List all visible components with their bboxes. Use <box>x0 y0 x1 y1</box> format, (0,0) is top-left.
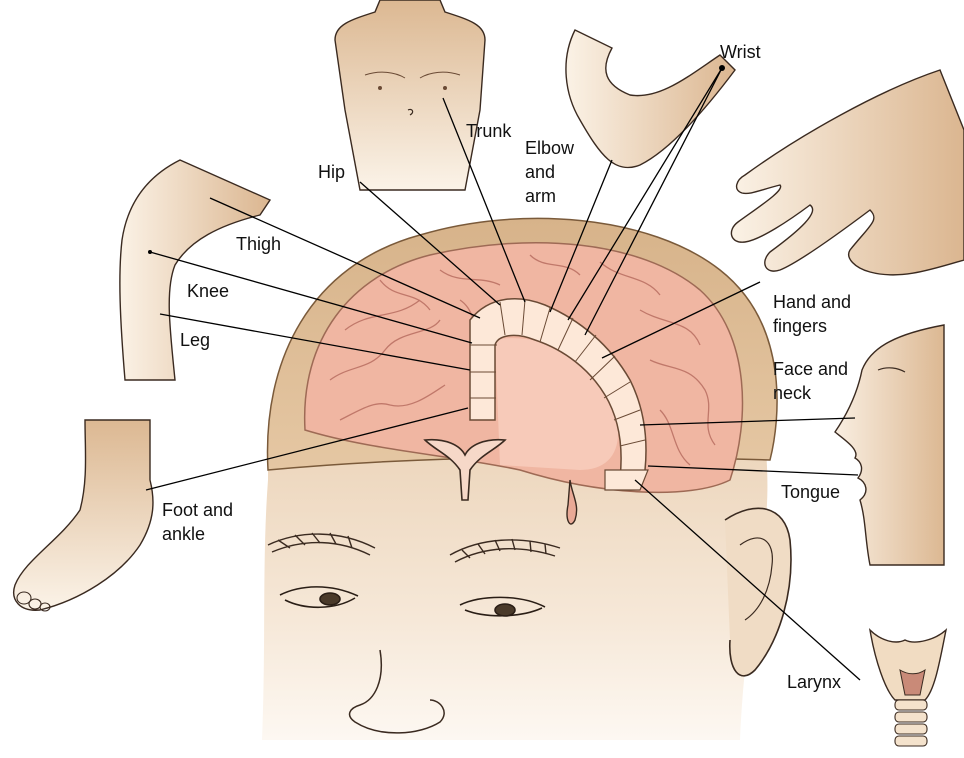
foot-icon <box>14 420 153 611</box>
label-larynx: Larynx <box>787 670 841 694</box>
label-hand-line1: Hand and <box>773 290 851 314</box>
larynx-icon <box>870 630 946 746</box>
label-trunk: Trunk <box>466 119 511 143</box>
label-leg: Leg <box>180 328 210 352</box>
label-foot-and-ankle: Foot and ankle <box>162 498 233 546</box>
torso-icon <box>335 0 485 190</box>
label-hand-and-fingers: Hand and fingers <box>773 290 851 338</box>
label-elbow-and-arm: Elbow and arm <box>525 136 574 208</box>
head-illustration <box>262 218 791 740</box>
face-profile-icon <box>835 325 944 565</box>
label-elbow-line3: arm <box>525 184 574 208</box>
label-wrist: Wrist <box>720 40 761 64</box>
label-knee: Knee <box>187 279 229 303</box>
label-hip: Hip <box>318 160 345 184</box>
label-face-and-neck: Face and neck <box>773 357 848 405</box>
label-face-line1: Face and <box>773 357 848 381</box>
hand-icon <box>731 70 964 275</box>
label-tongue: Tongue <box>781 480 840 504</box>
label-thigh: Thigh <box>236 232 281 256</box>
label-face-line2: neck <box>773 381 848 405</box>
label-elbow-line1: Elbow <box>525 136 574 160</box>
label-elbow-line2: and <box>525 160 574 184</box>
label-foot-line2: ankle <box>162 522 233 546</box>
label-foot-line1: Foot and <box>162 498 233 522</box>
label-hand-line2: fingers <box>773 314 851 338</box>
arm-elbow-icon <box>566 30 735 168</box>
